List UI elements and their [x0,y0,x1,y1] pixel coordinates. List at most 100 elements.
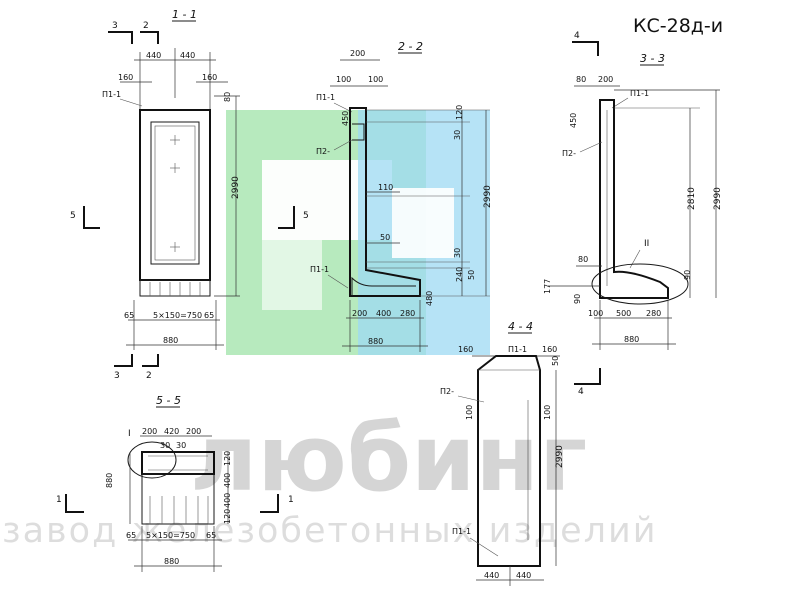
dim-440-bottom-left-sec4: 440 [484,571,499,580]
dim-160-left: 160 [118,73,133,82]
section-2-2: 2 - 2 200 100 100 П1-1 450 П2- 110 50 П1… [278,40,493,352]
label-p1-1-top-sec2: П1-1 [316,93,335,102]
section-mark-5-left: 5 [70,211,76,221]
product-code: КС-28д-и [633,15,723,37]
node-I-callout [127,441,177,479]
dim-90-right-sec3: 90 [683,270,692,280]
dim-80-top-sec3: 80 [576,75,586,84]
dim-400-base-sec2: 400 [376,309,391,318]
node-mark-I: I [128,429,131,439]
dim-30-upper-sec2: 30 [453,130,462,140]
dim-100-right-sec4: 100 [543,405,552,420]
dim-450-sec2: 450 [341,111,350,126]
anchor-marks [170,135,180,252]
watermark-logo [226,110,490,355]
dim-65-bottom-left-sec5: 65 [126,531,136,540]
dim-30a-sec5: 30 [160,441,170,450]
dim-240-sec2: 240 [455,267,464,282]
cut-mark-1-right: 1 [288,495,294,505]
label-p2-sec3: П2- [562,149,576,158]
dim-440-right: 440 [180,51,195,60]
dim-177-sec3: 177 [543,279,552,294]
logo-blue-inner-cut [392,188,454,258]
dim-160-right-sec4: 160 [542,345,557,354]
dim-50-sec2: 50 [380,233,390,242]
cut-mark-3-top: 3 [112,21,118,31]
dim-400a-sec5: 400 [223,473,232,488]
dim-200-top-sec2: 200 [350,49,365,58]
dim-90-left-sec3: 90 [573,294,582,304]
label-p1-1-top-sec4: П1-1 [508,345,527,354]
dim-120-sec5: 120 [223,451,232,466]
dim-2990-sec3: 2990 [713,187,723,210]
slab-lower-5-5 [141,473,215,525]
dim-420-top-sec5: 420 [164,427,179,436]
cut-mark-4-top: 4 [574,31,580,41]
dim-280-base-sec2: 280 [400,309,415,318]
dim-160-right: 160 [202,73,217,82]
label-p1-1-sec1: П1-1 [102,90,121,99]
cut-mark-3-bottom: 3 [114,371,120,381]
dim-280-base-sec3: 280 [646,309,661,318]
section-4-4-title: 4 - 4 [508,320,533,333]
label-p1-1-bottom-sec4: П1-1 [452,527,471,536]
dim-30-lower-sec2: 30 [453,248,462,258]
label-p1-1-sec3: П1-1 [630,89,649,98]
dim-80-sec3: 80 [578,255,588,264]
dim-100-right-sec2: 100 [368,75,383,84]
dim-65-bottom-left: 65 [124,311,134,320]
dim-440-bottom-right-sec4: 440 [516,571,531,580]
dim-880-left-sec5: 880 [105,473,114,488]
dim-110-sec2: 110 [378,183,393,192]
dim-65-bottom-right: 65 [204,311,214,320]
dim-440-left: 440 [146,51,161,60]
section-2-2-title: 2 - 2 [398,40,423,53]
section-3-3-title: 3 - 3 [640,52,665,65]
dim-50-lower-sec2: 50 [467,270,476,280]
cut-mark-4-bottom: 4 [578,387,584,397]
wall-profile-3-3 [599,99,669,299]
dim-50-sec4: 50 [551,356,560,366]
dim-160-left-sec4: 160 [458,345,473,354]
label-p2-sec4: П2- [440,387,454,396]
node-mark-II: II [644,239,649,249]
dim-2990-sec4: 2990 [555,445,565,468]
panel-opening-1-1 [150,121,200,265]
dim-200-top-right-sec5: 200 [186,427,201,436]
section-3-3: 4 3 - 3 80 200 П1-1 450 П2- II 2810 2990… [543,31,723,397]
dim-500-base-sec3: 500 [616,309,631,318]
node-II-callout [591,263,689,305]
cut-mark-2-bottom: 2 [146,371,152,381]
dim-880-sec5: 880 [164,557,179,566]
watermark-tagline: завод железобетонных изделий [2,511,658,551]
dim-450-sec3: 450 [569,113,578,128]
logo-green-bottom-cut [262,240,322,310]
cut-mark-2-top: 2 [143,21,149,31]
wall-profile-2-2 [349,107,421,297]
label-p1-1-bottom-sec2: П1-1 [310,265,329,274]
dim-120-lower-sec5: 120 [223,509,232,524]
dim-880-sec2: 880 [368,337,383,346]
dim-880-sec1: 880 [163,336,178,345]
dim-400b-sec5: 400 [223,493,232,508]
dim-120-sec2: 120 [455,105,464,120]
dim-2810-sec3: 2810 [687,187,697,210]
section-5-5: 5 - 5 I 200 420 200 30 30 120 400 400 12… [56,394,294,572]
dim-100-left-sec4: 100 [465,405,474,420]
watermark-brand: любинг [190,405,587,512]
dim-200-top-left-sec5: 200 [142,427,157,436]
dim-30b-sec5: 30 [176,441,186,450]
dim-65-bottom-right-sec5: 65 [206,531,216,540]
dim-200-base-sec2: 200 [352,309,367,318]
cut-mark-1-left: 1 [56,495,62,505]
dim-2990-sec1: 2990 [231,176,241,199]
dim-880-sec3: 880 [624,335,639,344]
dim-spacing-sec5: 5×150=750 [146,531,195,540]
section-mark-5-right: 5 [303,211,309,221]
label-p2-sec2: П2- [316,147,330,156]
section-5-5-title: 5 - 5 [156,394,181,407]
dim-2990-sec2: 2990 [483,185,493,208]
dim-480-sec2: 480 [425,291,434,306]
section-1-1: 1 - 1 3 2 440 440 160 160 П1-1 80 [70,8,241,381]
